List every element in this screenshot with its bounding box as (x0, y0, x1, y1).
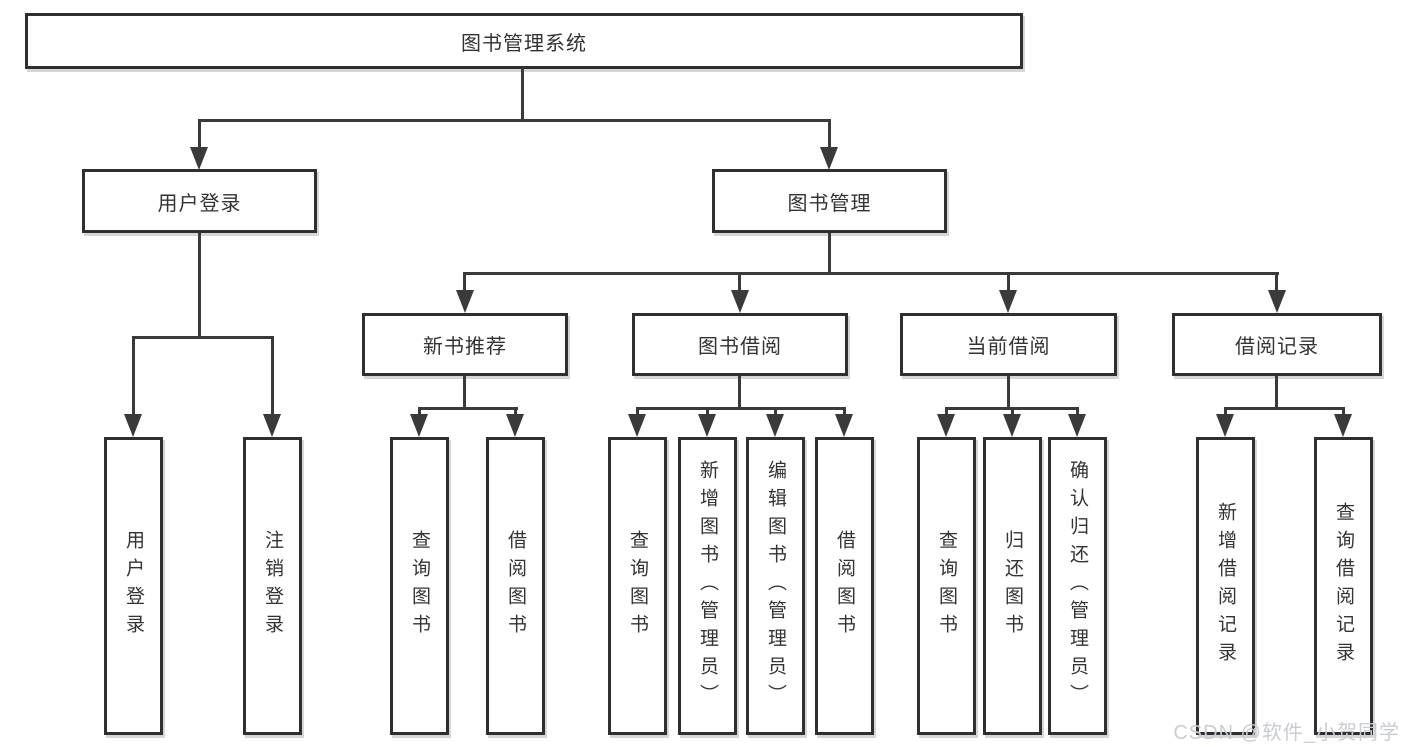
connector-line (1224, 407, 1345, 410)
leaf-query-books-recommend: 查询图书 (390, 437, 449, 735)
arrow-down-icon (456, 290, 474, 313)
connector-line (774, 407, 777, 417)
connector-line (463, 272, 466, 293)
leaf-query-borrow-record: 查询借阅记录 (1314, 437, 1373, 735)
arrow-down-icon (506, 414, 524, 437)
arrow-down-icon (937, 414, 955, 437)
node-book-borrowing: 图书借阅 (632, 313, 848, 376)
arrow-down-icon (698, 414, 716, 437)
node-user-login: 用户登录 (82, 169, 317, 233)
node-label: 当前借阅 (966, 336, 1051, 358)
node-label: 用户登录 (157, 192, 242, 215)
connector-line (198, 119, 831, 122)
csdn-watermark: CSDN @软件_小贺同学 (1173, 722, 1400, 744)
connector-line (198, 119, 201, 150)
node-library-management-system: 图书管理系统 (25, 13, 1023, 69)
leaf-edit-books-admin: 编辑图书（管理员） (746, 437, 805, 735)
connector-line (1275, 376, 1278, 407)
connector-line (1342, 407, 1345, 417)
node-label: 编辑图书（管理员） (765, 460, 786, 712)
arrow-down-icon (820, 147, 838, 170)
connector-line (463, 376, 466, 407)
arrow-down-icon (410, 414, 428, 437)
node-label: 图书管理系统 (461, 32, 587, 55)
connector-line (843, 407, 846, 417)
node-label: 图书借阅 (698, 336, 782, 358)
arrow-down-icon (835, 414, 853, 437)
connector-line (418, 407, 421, 417)
node-label: 注销登录 (262, 530, 283, 642)
arrow-down-icon (1003, 414, 1021, 437)
arrow-down-icon (1334, 414, 1352, 437)
arrow-down-icon (190, 147, 208, 170)
leaf-query-books-borrowing: 查询图书 (608, 437, 667, 735)
node-current-borrowing: 当前借阅 (900, 313, 1117, 376)
node-label: 查询借阅记录 (1333, 502, 1354, 670)
node-label: 借阅图书 (505, 530, 526, 642)
leaf-logout: 注销登录 (243, 437, 302, 735)
connector-line (198, 233, 201, 336)
leaf-return-books: 归还图书 (983, 437, 1042, 735)
connector-line (706, 407, 709, 417)
leaf-add-books-admin: 新增图书（管理员） (678, 437, 737, 735)
connector-line (636, 407, 639, 417)
arrow-down-icon (124, 414, 142, 437)
node-label: 用户登录 (123, 530, 144, 642)
node-label: 借阅记录 (1235, 336, 1319, 358)
connector-line (514, 407, 517, 417)
connector-line (636, 407, 846, 410)
connector-line (1275, 272, 1278, 293)
arrow-down-icon (766, 414, 784, 437)
leaf-confirm-return-admin: 确认归还（管理员） (1048, 437, 1107, 735)
connector-line (828, 119, 831, 150)
arrow-down-icon (263, 414, 281, 437)
connector-line (1011, 407, 1014, 417)
arrow-down-icon (999, 290, 1017, 313)
node-label: 图书管理 (787, 192, 872, 215)
node-label: 借阅图书 (834, 530, 855, 642)
connector-line (132, 336, 274, 339)
connector-line (738, 376, 741, 407)
connector-line (1007, 376, 1010, 407)
arrow-down-icon (628, 414, 646, 437)
leaf-query-books-current: 查询图书 (917, 437, 976, 735)
arrow-down-icon (1268, 290, 1286, 313)
leaf-user-login: 用户登录 (104, 437, 163, 735)
node-label: 新增借阅记录 (1215, 502, 1236, 670)
leaf-add-borrow-record: 新增借阅记录 (1196, 437, 1255, 735)
connector-line (945, 407, 948, 417)
connector-line (738, 272, 741, 293)
arrow-down-icon (1216, 414, 1234, 437)
connector-line (271, 336, 274, 417)
leaf-borrow-books: 借阅图书 (815, 437, 874, 735)
connector-line (1224, 407, 1227, 417)
node-label: 新增图书（管理员） (697, 460, 718, 712)
connector-line (132, 336, 135, 417)
arrow-down-icon (1068, 414, 1086, 437)
node-new-book-recommend: 新书推荐 (362, 313, 568, 376)
connector-line (418, 407, 518, 410)
connector-line (1076, 407, 1079, 417)
connector-line (828, 233, 831, 272)
node-borrowing-records: 借阅记录 (1172, 313, 1382, 376)
node-label: 新书推荐 (423, 336, 507, 358)
connector-line (463, 272, 1279, 275)
node-label: 归还图书 (1002, 530, 1023, 642)
arrow-down-icon (731, 290, 749, 313)
connector-line (521, 68, 524, 119)
leaf-borrow-books-recommend: 借阅图书 (486, 437, 545, 735)
node-label: 确认归还（管理员） (1067, 460, 1088, 712)
node-book-management: 图书管理 (712, 169, 947, 233)
node-label: 查询图书 (627, 530, 648, 642)
node-label: 查询图书 (409, 530, 430, 642)
node-label: 查询图书 (936, 530, 957, 642)
connector-line (1007, 272, 1010, 293)
